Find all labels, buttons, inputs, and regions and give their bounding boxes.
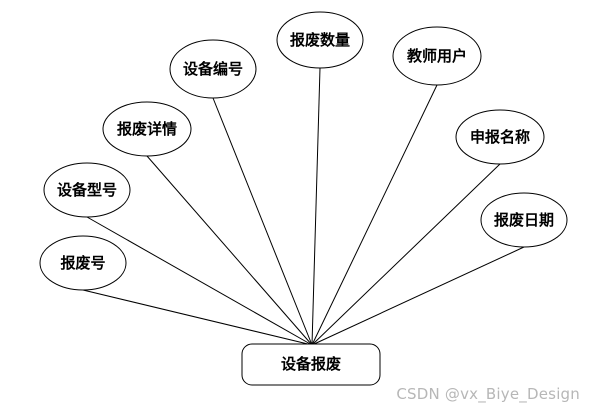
attribute-scrap-date[interactable]: 报废日期	[480, 192, 568, 248]
connector-lines	[82, 67, 525, 346]
attribute-scrap-quantity[interactable]: 报废数量	[276, 11, 364, 69]
attribute-label: 报废数量	[290, 31, 350, 49]
connector-scrap-date	[311, 246, 525, 346]
attribute-scrap-details[interactable]: 报废详情	[102, 101, 192, 157]
connector-teacher-user	[311, 84, 438, 346]
attribute-ellipse	[169, 39, 257, 99]
attribute-ellipse	[43, 162, 131, 218]
attribute-ellipse	[39, 235, 127, 291]
entity-label: 设备报废	[281, 355, 341, 373]
attribute-device-model[interactable]: 设备型号	[43, 162, 131, 218]
connector-scrap-details	[146, 155, 313, 346]
attribute-label: 教师用户	[406, 47, 467, 65]
connector-device-model	[86, 216, 313, 346]
attribute-teacher-user[interactable]: 教师用户	[392, 26, 482, 86]
attribute-scrap-number[interactable]: 报废号	[39, 235, 127, 291]
connector-device-number	[212, 97, 313, 346]
connector-scrap-quantity	[311, 67, 321, 346]
attribute-ellipse	[392, 26, 482, 86]
attribute-label: 设备型号	[57, 181, 117, 199]
attribute-ellipse	[480, 192, 568, 248]
attribute-ellipse	[102, 101, 192, 157]
entity-box	[241, 343, 381, 386]
connector-scrap-number	[82, 289, 313, 346]
attribute-label: 报废号	[60, 254, 105, 272]
attribute-label: 申报名称	[470, 128, 530, 146]
attribute-ellipse	[276, 11, 364, 69]
connector-applicant-name	[311, 163, 501, 346]
attribute-ellipse	[455, 109, 545, 165]
attribute-label: 报废日期	[494, 211, 554, 229]
watermark-text: CSDN @vx_Biye_Design	[396, 385, 580, 403]
attribute-label: 报废详情	[117, 120, 177, 138]
entity-node[interactable]: 设备报废	[241, 343, 381, 386]
attribute-applicant-name[interactable]: 申报名称	[455, 109, 545, 165]
attribute-label: 设备编号	[183, 60, 243, 78]
attribute-device-number[interactable]: 设备编号	[169, 39, 257, 99]
